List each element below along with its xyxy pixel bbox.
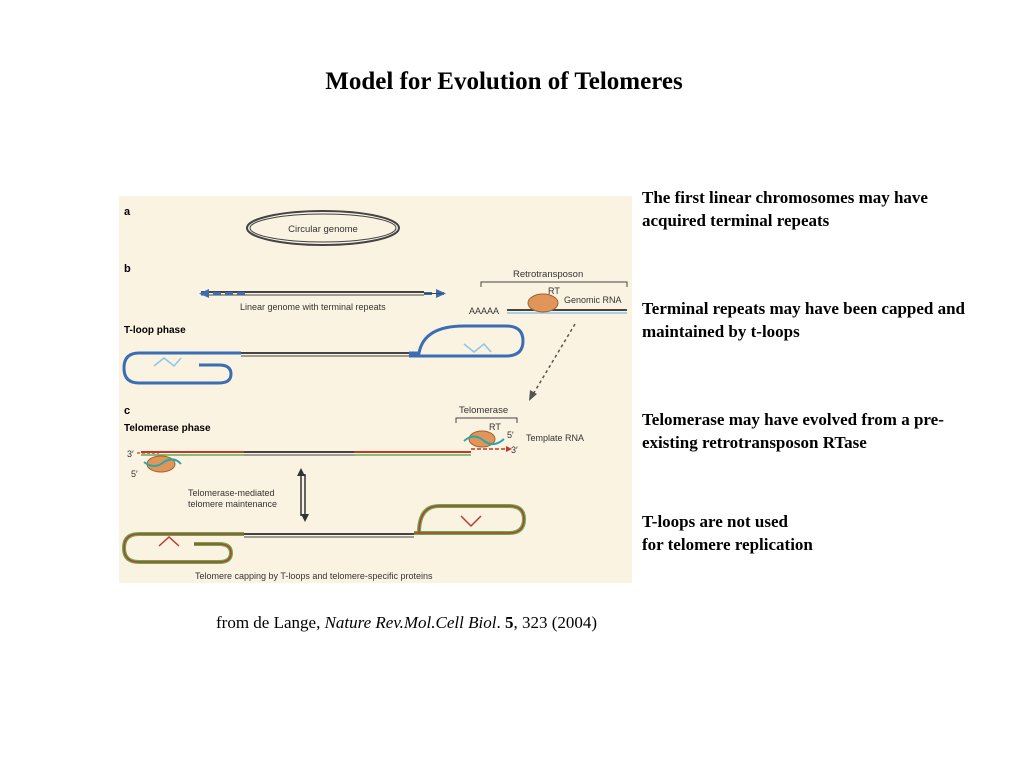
capping-label: Telomere capping by T-loops and telomere… (195, 571, 433, 581)
telomerase-label: Telomerase (459, 405, 508, 416)
panel-b-letter: b (124, 263, 131, 275)
aaaaa-label: AAAAA (469, 306, 499, 316)
figure-svg: a Circular genome b Retrotransposon RT G… (119, 196, 632, 583)
circular-genome-label: Circular genome (288, 224, 358, 235)
extension-arrowhead (506, 446, 512, 452)
citation: from de Lange, Nature Rev.Mol.Cell Biol.… (216, 613, 597, 633)
template-rna-label: Template RNA (526, 433, 584, 443)
rt-label-b: RT (548, 286, 560, 296)
retrotransposon-bracket (480, 281, 628, 287)
left-repeat-arrowhead (199, 289, 209, 298)
genomic-rna-label: Genomic RNA (564, 295, 622, 305)
citation-journal: Nature Rev.Mol.Cell Biol (324, 613, 497, 632)
note-terminal-repeats: The first linear chromosomes may have ac… (642, 188, 928, 230)
tloop-phase-label: T-loop phase (124, 325, 186, 336)
linear-genome-label: Linear genome with terminal repeats (240, 302, 386, 312)
citation-volume: 5 (504, 613, 514, 632)
circular-genome-outer (246, 210, 400, 246)
right-capped-displacement (460, 515, 482, 528)
maintenance-label-line2: telomere maintenance (188, 499, 277, 509)
left-three-prime: 3′ (127, 449, 134, 459)
retrotransposon-rt-enzyme (527, 293, 559, 313)
telomerase-bracket (455, 417, 518, 423)
note-tloops-not-used: T-loops are not used for telomere replic… (642, 512, 813, 554)
circular-genome-inner (249, 213, 397, 243)
retrotransposon-label: Retrotransposon (513, 269, 583, 280)
citation-rest: , 323 (2004) (513, 613, 598, 632)
template-five-prime: 5′ (507, 430, 514, 440)
retrotransposon-to-telomerase-arrow (531, 323, 576, 397)
left-five-prime: 5′ (131, 469, 138, 479)
note-telomerase-evolution: Telomerase may have evolved from a pre-e… (642, 410, 944, 452)
telomerase-rna (463, 435, 505, 445)
left-telomerase-rna (143, 458, 182, 467)
left-capped-displacement (158, 535, 180, 547)
right-capped-tloop-red (414, 505, 525, 534)
figure-background (119, 196, 632, 583)
maintenance-label-line1: Telomerase-mediated (188, 488, 275, 498)
panel-c-letter: c (124, 405, 130, 417)
slide-title: Model for Evolution of Telomeres (325, 68, 683, 95)
left-tloop (122, 351, 241, 385)
right-tloop-displacement (463, 342, 492, 353)
left-tloop-displacement (153, 357, 182, 368)
template-three-prime: 3′ (511, 445, 518, 455)
telomere-evolution-figure: a Circular genome b Retrotransposon RT G… (119, 196, 632, 583)
transition-arrow-down (301, 514, 309, 522)
transition-arrow-up (297, 468, 305, 476)
note-tloop-capping: Terminal repeats may have been capped an… (642, 299, 966, 341)
panel-a-letter: a (124, 206, 131, 218)
left-capped-tloop-red (123, 533, 244, 563)
telomerase-phase-label: Telomerase phase (124, 423, 211, 434)
citation-separator: . (496, 613, 505, 632)
citation-prefix: from de Lange, (216, 613, 325, 632)
rt-label-c: RT (489, 422, 501, 432)
right-tloop (409, 324, 525, 358)
evolution-arrowhead (529, 390, 537, 401)
